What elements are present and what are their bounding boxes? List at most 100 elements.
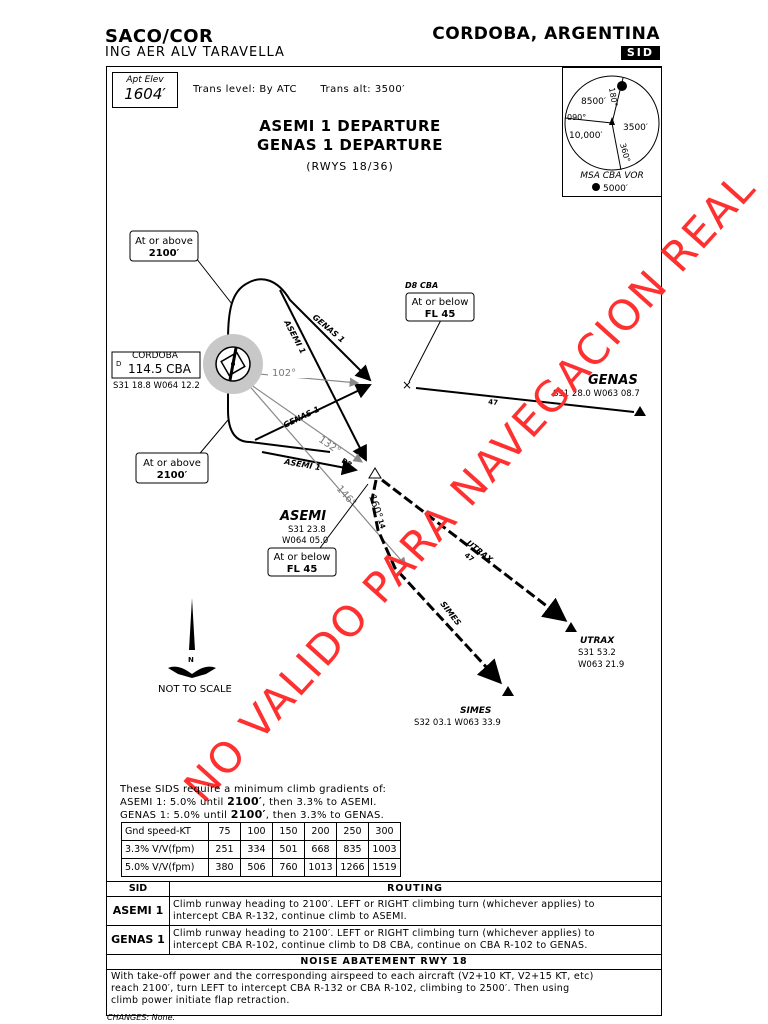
header-left: SACO/COR ING AER ALV TARAVELLA <box>105 28 285 60</box>
asemi-lat: S31 23.8 <box>288 525 326 535</box>
asemi-constraint-line1: At or below <box>274 552 331 563</box>
airport-name: ING AER ALV TARAVELLA <box>105 45 285 60</box>
simes-route <box>370 479 503 685</box>
d8-line1: At or below <box>412 297 469 308</box>
radial-102-bg <box>268 366 308 378</box>
north-arrow-icon <box>189 598 195 650</box>
utrax-lat: S31 53.2 <box>578 648 616 658</box>
elevation-label: Apt Elev <box>126 75 164 85</box>
asemi-lower-leg <box>261 451 358 476</box>
constraint-bottom-line2: 2100′ <box>157 470 188 481</box>
genas-dist: 47 <box>488 398 499 407</box>
noise-abatement-text: With take-off power and the correspondin… <box>111 971 594 1006</box>
utrax-lon: W063 21.9 <box>578 660 624 670</box>
constraint-bottom-line1: At or above <box>143 458 201 469</box>
constraint-bottom-leader <box>195 419 229 459</box>
routing-genas-name: GENAS 1 <box>107 926 170 954</box>
transition-info: Trans level: By ATC Trans alt: 3500′ <box>193 84 405 95</box>
msa-center-icon <box>617 81 627 91</box>
climb-intro: These SIDS require a minimum climb gradi… <box>120 784 387 795</box>
vor-icon <box>220 351 246 377</box>
radial-102-label: 102° <box>272 368 296 379</box>
vor-info-box <box>111 351 201 379</box>
genas-name: GENAS <box>588 373 638 388</box>
constraint-top-line1: At or above <box>135 236 193 247</box>
msa-alt-nw: 8500′ <box>581 97 606 107</box>
sid-chart: 102° 132° 146° 47 × D8 CBA At or below F… <box>111 230 646 728</box>
d8-fix-icon: × <box>402 378 412 392</box>
routing-row-asemi: ASEMI 1 Climb runway heading to 2100′. L… <box>107 897 661 926</box>
vor-dme: D <box>116 360 121 368</box>
title-genas: GENAS 1 DEPARTURE <box>257 136 443 154</box>
city-title: CORDOBA, ARGENTINA <box>432 24 660 44</box>
climb-genas: GENAS 1: 5.0% until 2100′, then 3.3% to … <box>120 808 385 822</box>
simes-leg-label: SIMES <box>438 600 462 628</box>
msa-radius: 5000′ <box>603 184 628 194</box>
constraint-top-box <box>129 230 199 262</box>
asemi-lower-label: ASEMI 1 <box>283 457 322 472</box>
elevation-box: Apt Elev 1604′ <box>112 72 178 108</box>
msa-alt-e: 3500′ <box>623 123 648 133</box>
noise-abatement-title: NOISE ABATEMENT RWY 18 <box>107 955 661 970</box>
asemi-upper-leg <box>279 289 367 462</box>
constraint-top-line2: 2100′ <box>149 248 180 259</box>
radial-160-label: 160° <box>366 494 384 520</box>
routing-col-routing: ROUTING <box>387 883 443 894</box>
genas-coords: S31 28.0 W063 08.7 <box>553 389 640 399</box>
msa-vor-icon <box>609 117 615 125</box>
simes-name: SIMES <box>460 706 491 716</box>
d8-leader <box>408 319 442 383</box>
msa-circle <box>564 75 660 171</box>
asemi-leader <box>319 483 369 549</box>
asemi-name: ASEMI <box>279 509 326 524</box>
routing-row-genas: GENAS 1 Climb runway heading to 2100′. L… <box>107 926 661 955</box>
d8-line2: FL 45 <box>425 309 456 320</box>
constraint-top-leader <box>195 257 233 305</box>
utrax-waypoint-icon <box>565 622 577 632</box>
utrax-name: UTRAX <box>580 636 615 646</box>
asemi-constraint-box <box>267 547 337 577</box>
runways: (RWYS 18/36) <box>306 160 394 173</box>
simes-first-dist: 14 <box>376 518 387 530</box>
asemi-constraint-line2: FL 45 <box>287 564 318 575</box>
routing-genas-text: Climb runway heading to 2100′. LEFT or R… <box>173 928 595 951</box>
msa-sector-line-2 <box>564 117 613 124</box>
msa-label: MSA CBA VOR <box>580 171 643 181</box>
simes-coords: S32 03.1 W063 33.9 <box>414 718 501 728</box>
sid-badge: SID <box>620 46 660 60</box>
routing-asemi-text: Climb runway heading to 2100′. LEFT or R… <box>173 899 595 922</box>
asemi-waypoint-icon <box>368 467 382 479</box>
vor-coords: S31 18.8 W064 12.2 <box>113 381 200 391</box>
runway-icon <box>228 347 238 381</box>
routing-col-sid: SID <box>107 882 170 896</box>
radial-132-label: 132° <box>316 434 342 457</box>
changes-note: CHANGES: None. <box>107 1013 176 1022</box>
routing-table: SID ROUTING ASEMI 1 Climb runway heading… <box>107 881 661 1006</box>
routing-header: SID ROUTING <box>107 882 661 897</box>
chart-frame <box>106 66 662 1016</box>
radial-146-label: 146° <box>334 484 358 509</box>
msa-sector-line-3 <box>611 122 622 171</box>
climb-gradient-notes: These SIDS require a minimum climb gradi… <box>120 784 386 822</box>
msa-diagram: 180° 090° 360° 8500′ 10,000′ 3500′ MSA C… <box>564 75 660 194</box>
simes-waypoint-icon <box>502 686 514 696</box>
transition-level: Trans level: By ATC <box>193 84 297 95</box>
msa-radial-090: 090° <box>567 113 586 122</box>
msa-radius-icon <box>592 183 600 191</box>
genas-waypoint-icon <box>634 406 646 416</box>
msa-radial-180: 180° <box>607 87 619 108</box>
transition-alt: Trans alt: 3500′ <box>320 84 406 95</box>
routing-asemi-name: ASEMI 1 <box>107 897 170 925</box>
airport-ident: SACO/COR <box>105 26 214 47</box>
vor-freq: 114.5 CBA <box>128 362 192 376</box>
genas-upper-leg <box>245 278 372 382</box>
genas-lower-leg <box>254 383 372 441</box>
constraint-bottom-box <box>135 452 209 484</box>
genas-route <box>415 387 635 413</box>
msa-alt-sw: 10,000′ <box>569 131 603 141</box>
utrax-dist: 47 <box>463 551 476 563</box>
elevation-value: 1604′ <box>124 85 166 103</box>
